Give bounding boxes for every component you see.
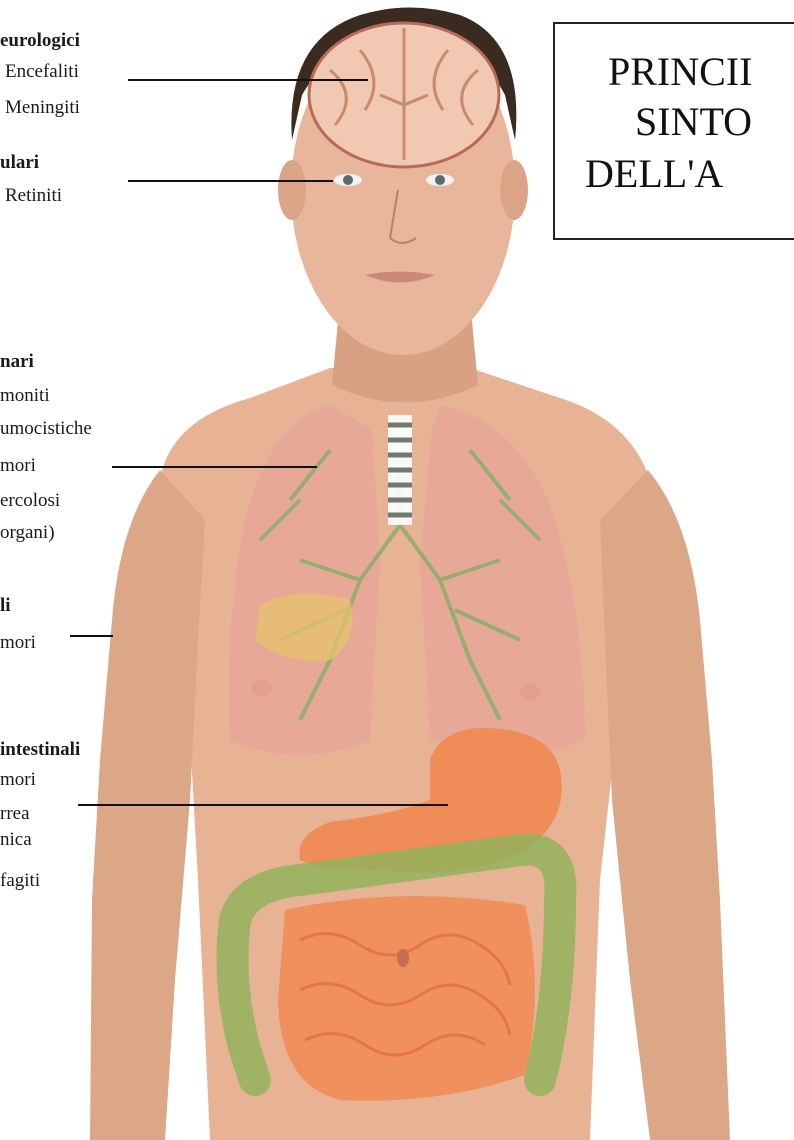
item-pneumocistiche: umocistiche [0, 418, 92, 440]
leader-line-ocular [128, 180, 333, 182]
group-heading-li: li [0, 595, 11, 617]
item-tumori-li: mori [0, 632, 36, 654]
trachea [388, 415, 412, 525]
group-heading-oculari: ulari [0, 152, 39, 174]
title-line-2: SINTO [635, 100, 752, 144]
item-esofagiti: fagiti [0, 870, 40, 892]
pupil-right [435, 175, 445, 185]
item-polmoniti: moniti [0, 385, 50, 407]
title-line-1: PRINCII [608, 50, 752, 94]
small-intestine [278, 896, 535, 1101]
item-tumori-lung: mori [0, 455, 36, 477]
item-altri-organi: organi) [0, 522, 55, 544]
group-heading-neurologici: eurologici [0, 30, 80, 52]
item-meningiti: Meningiti [5, 97, 80, 119]
navel [397, 949, 409, 967]
right-arm [600, 470, 730, 1140]
leader-line-li [70, 635, 113, 637]
item-diarrea: rrea [0, 803, 30, 825]
ear-right [500, 160, 528, 220]
pupil-left [343, 175, 353, 185]
item-cronica: nica [0, 829, 32, 851]
group-heading-polmonari: nari [0, 351, 34, 373]
group-heading-gastrointestinali: intestinali [0, 739, 80, 761]
item-retiniti: Retiniti [5, 185, 62, 207]
title-box: PRINCII SINTO DELL'A [553, 22, 794, 240]
title-line-3: DELL'A [585, 152, 723, 196]
leader-line-neuro [128, 79, 368, 81]
item-tubercolosi: ercolosi [0, 490, 60, 512]
leader-line-gi [78, 804, 448, 806]
item-tumori-gi: mori [0, 769, 36, 791]
ear-left [278, 160, 306, 220]
leader-line-lung [112, 466, 317, 468]
item-encefaliti: Encefaliti [5, 61, 79, 83]
